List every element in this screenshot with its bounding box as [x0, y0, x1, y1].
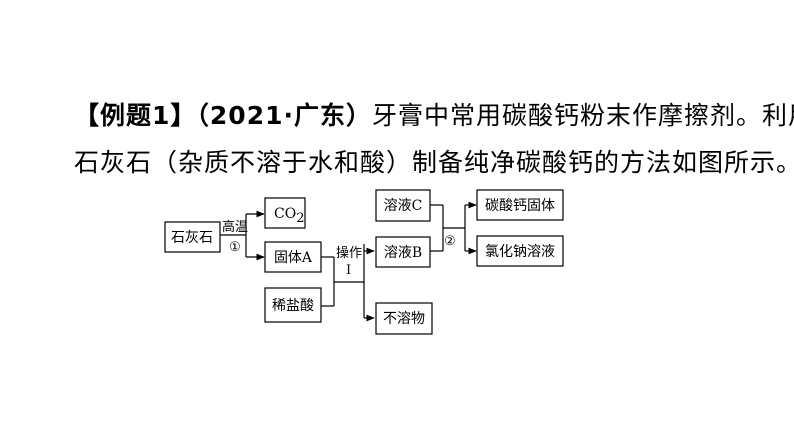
example-tag: 【例题1】	[74, 101, 197, 130]
box-solid-a: 固体A	[264, 241, 322, 273]
label-operation: 操作	[336, 245, 362, 261]
box-solution-c: 溶液C	[375, 189, 431, 222]
label-insoluble: 不溶物	[383, 311, 425, 327]
label-dilute-hcl: 稀盐酸	[272, 298, 314, 314]
question-source: （2021·广东）	[196, 101, 372, 130]
box-co2: CO2	[264, 197, 306, 229]
label-step-2: ②	[444, 234, 456, 249]
box-solution-b: 溶液B	[375, 236, 431, 268]
label-high-temp: 高温	[222, 219, 248, 235]
flow-connectors	[220, 201, 477, 322]
question-line-1: 【例题1】（2021·广东）牙膏中常用碳酸钙粉末作摩擦剂。利用	[74, 92, 794, 139]
label-solution-b: 溶液B	[384, 245, 422, 261]
label-co2: CO2	[274, 206, 304, 226]
box-nacl-solution: 氯化钠溶液	[476, 235, 564, 267]
box-dilute-hcl: 稀盐酸	[264, 287, 322, 323]
box-caco3-solid: 碳酸钙固体	[476, 189, 564, 221]
label-solution-c: 溶液C	[384, 198, 423, 214]
label-operation-num: I	[346, 263, 351, 278]
question-text: 【例题1】（2021·广东）牙膏中常用碳酸钙粉末作摩擦剂。利用 石灰石（杂质不溶…	[74, 92, 794, 186]
label-step-1: ①	[229, 240, 241, 255]
label-limestone: 石灰石	[171, 230, 213, 246]
box-limestone: 石灰石	[164, 221, 221, 253]
box-insoluble: 不溶物	[375, 302, 433, 335]
label-solid-a: 固体A	[274, 250, 313, 266]
question-line-1-text: 牙膏中常用碳酸钙粉末作摩擦剂。利用	[371, 101, 794, 130]
label-caco3-solid: 碳酸钙固体	[485, 198, 555, 214]
label-nacl-solution: 氯化钠溶液	[485, 244, 555, 260]
question-line-2: 石灰石（杂质不溶于水和酸）制备纯净碳酸钙的方法如图所示。	[74, 148, 794, 177]
